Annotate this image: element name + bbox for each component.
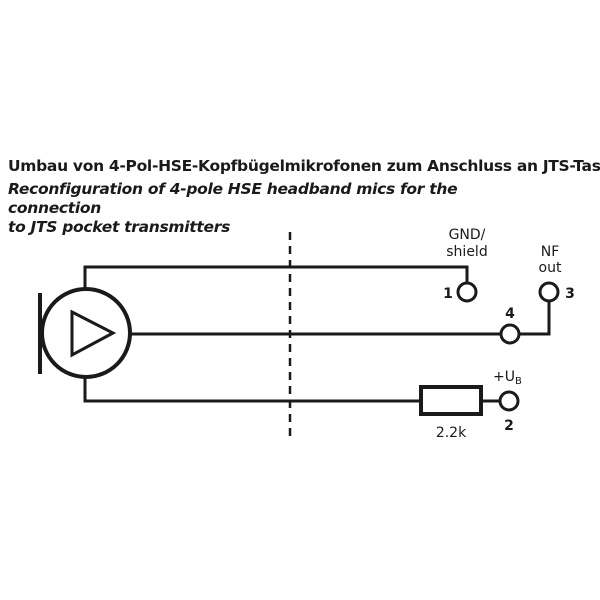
terminal-3-number: 3	[565, 286, 575, 302]
label-nf-line2: out	[539, 260, 562, 276]
label-nf-line1: NF	[541, 244, 560, 260]
terminal-2-icon	[498, 390, 520, 412]
terminal-4-icon	[499, 323, 521, 345]
label-gnd-line2: shield	[446, 244, 487, 260]
label-ub: +UB	[493, 369, 522, 387]
resistor-icon	[419, 385, 483, 416]
terminal-1-icon	[456, 281, 478, 303]
title-german: Umbau von 4-Pol-HSE-Kopfbügelmikrofonen …	[8, 157, 600, 175]
label-gnd-line1: GND/	[449, 227, 486, 243]
resistor-value-label: 2.2k	[436, 425, 467, 441]
title-english-line1: Reconfiguration of 4-pole HSE headband m…	[8, 180, 458, 217]
terminal-1-number: 1	[443, 286, 453, 302]
title-english: Reconfiguration of 4-pole HSE headband m…	[8, 180, 528, 237]
title-english-line2: to JTS pocket transmitters	[8, 218, 230, 236]
terminal-2-number: 2	[504, 418, 514, 434]
wires	[83, 265, 551, 403]
label-ub-subscript: B	[515, 376, 522, 387]
wire-gnd	[83, 265, 469, 289]
microphone-icon	[38, 287, 132, 379]
terminal-4-number: 4	[505, 306, 515, 322]
wire-power	[83, 377, 419, 403]
terminal-3-icon	[538, 281, 560, 303]
label-ub-prefix: +U	[493, 369, 515, 385]
wire-nf-out	[519, 301, 551, 336]
